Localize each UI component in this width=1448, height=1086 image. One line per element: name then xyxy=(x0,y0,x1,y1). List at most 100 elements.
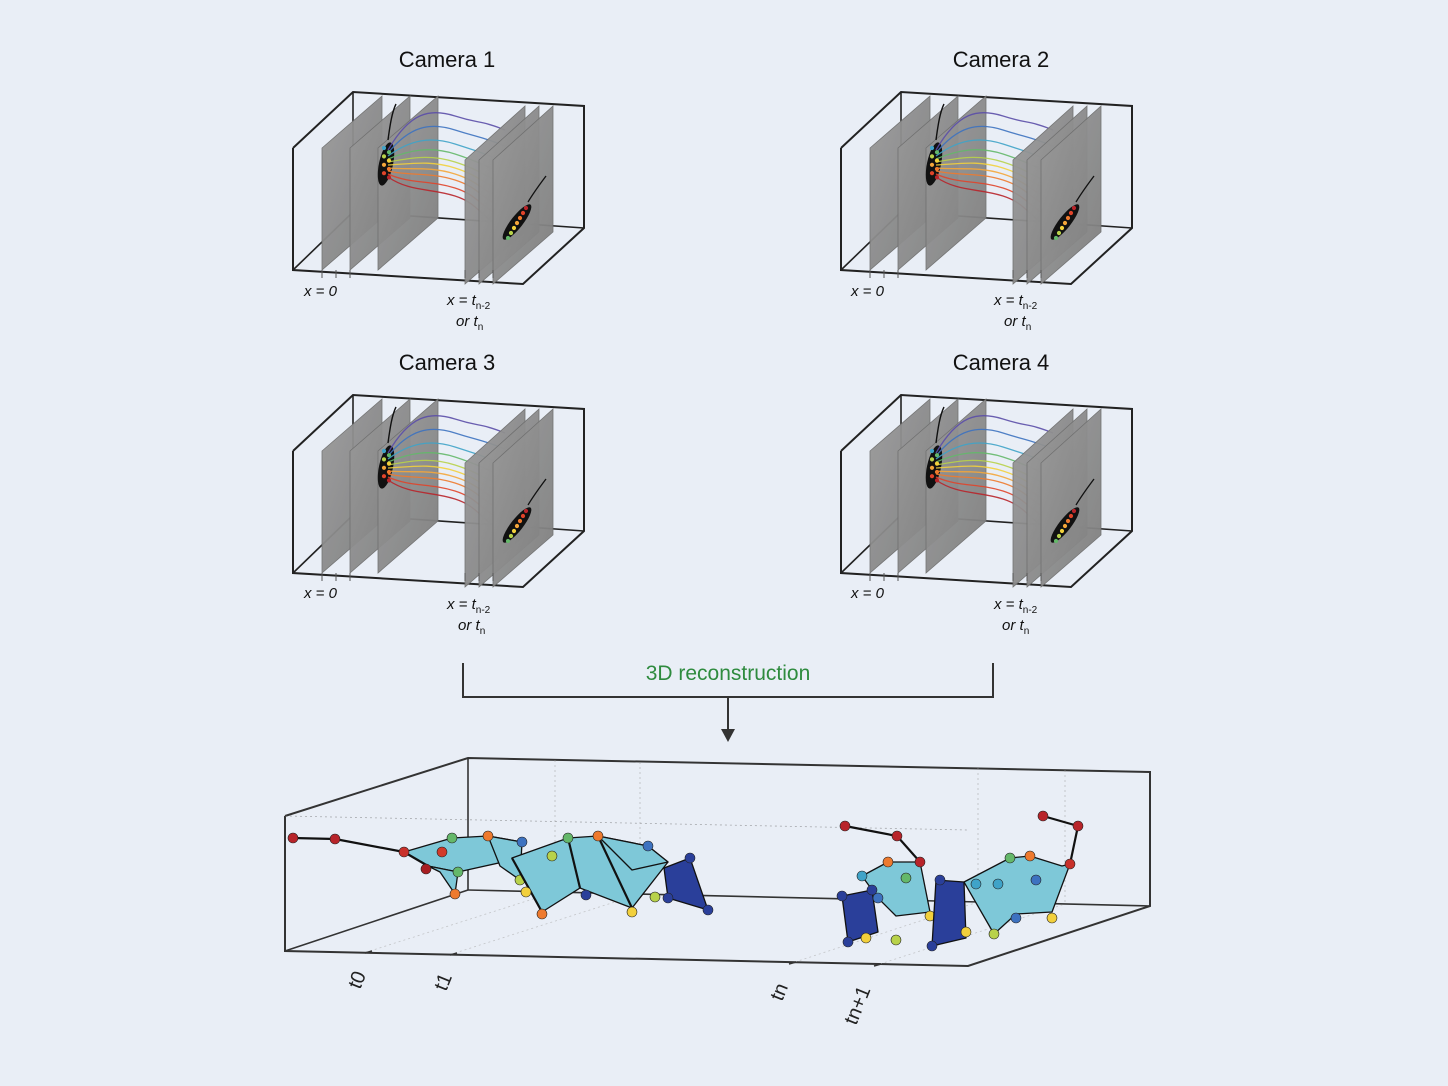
camera-labels-2: x = 0 x = tn-2 or tn xyxy=(850,283,1038,333)
joint-marker xyxy=(482,830,494,842)
joint-marker xyxy=(891,830,903,842)
keypoint-dot xyxy=(929,474,935,479)
keypoint-dot xyxy=(1056,230,1062,236)
joint-marker xyxy=(649,891,661,903)
keypoint-dot xyxy=(929,171,935,176)
joint-marker xyxy=(934,874,946,886)
camera-title-2: Camera 2 xyxy=(953,47,1050,72)
joint-marker xyxy=(436,846,448,858)
joint-marker xyxy=(960,926,972,938)
joint-marker xyxy=(516,836,528,848)
joint-marker xyxy=(1037,810,1049,822)
keypoint-dot xyxy=(381,145,387,151)
keypoint-dot xyxy=(517,518,523,524)
x0-label: x = 0 xyxy=(850,283,885,300)
reconstruction-label: 3D reconstruction xyxy=(646,662,811,685)
or-t-label: or tn xyxy=(458,617,485,637)
x0-label: x = 0 xyxy=(850,585,885,602)
skeleton-edge xyxy=(292,836,336,841)
keypoint-dot xyxy=(514,220,520,226)
frame-stack-start xyxy=(321,95,439,271)
keypoint-dot xyxy=(511,528,517,534)
keypoint-dot xyxy=(934,150,940,155)
keypoint-dot xyxy=(381,465,387,470)
mouse-tail xyxy=(935,103,945,141)
x0-label: x = 0 xyxy=(303,283,338,300)
keypoint-dot xyxy=(517,215,523,221)
skeleton-edge xyxy=(597,835,633,909)
skeleton-edge xyxy=(334,837,405,854)
x0-label: x = 0 xyxy=(303,585,338,602)
joint-marker xyxy=(536,908,548,920)
joint-marker xyxy=(702,904,714,916)
video-frame xyxy=(925,95,987,271)
joint-marker xyxy=(872,892,884,904)
keypoint-dot xyxy=(381,474,387,479)
keypoint-dot xyxy=(505,538,511,544)
joint-marker xyxy=(592,830,604,842)
keypoint-dot xyxy=(929,154,935,159)
frame-stack-start xyxy=(869,95,987,271)
keypoint-dot xyxy=(1065,518,1071,524)
keypoint-dot xyxy=(386,158,392,163)
keypoint-dot xyxy=(1068,210,1074,216)
joint-marker xyxy=(882,856,894,868)
camera-labels-4: x = 0 x = tn-2 or tn xyxy=(850,585,1038,637)
head-mesh xyxy=(931,879,967,947)
camera-panel-2 xyxy=(840,90,1133,286)
keypoint-dot xyxy=(929,162,935,167)
keypoint-dot xyxy=(934,469,940,475)
camera-title-3: Camera 3 xyxy=(399,350,496,375)
tick-label-tn-plus-1: tn+1 xyxy=(840,983,875,1028)
keypoint-dot xyxy=(929,448,935,454)
or-t-label: or tn xyxy=(456,313,483,333)
camera-panel-3 xyxy=(292,393,585,589)
frame-stack-end xyxy=(1012,105,1102,285)
joint-marker xyxy=(1024,850,1036,862)
joint-marker xyxy=(839,820,851,832)
keypoint-dot xyxy=(508,230,514,236)
joint-marker xyxy=(992,878,1004,890)
tick-label-t0: t0 xyxy=(344,968,371,992)
frame-stack-end xyxy=(1012,408,1102,588)
joint-marker xyxy=(926,940,938,952)
or-t-label: or tn xyxy=(1004,313,1031,333)
xt-label: x = tn-2 xyxy=(446,596,491,616)
frame-ticks xyxy=(869,270,1042,278)
keypoint-dot xyxy=(934,461,940,466)
keypoint-dot xyxy=(381,162,387,167)
keypoint-dot xyxy=(386,478,392,483)
keypoint-dot xyxy=(1065,215,1071,221)
video-frame xyxy=(377,398,439,574)
keypoint-dot xyxy=(511,225,517,231)
joint-marker xyxy=(420,863,432,875)
trajectory-line xyxy=(387,125,506,154)
trajectory-line xyxy=(387,111,506,151)
keypoint-dot xyxy=(1071,205,1077,211)
frame-ticks xyxy=(321,573,494,581)
keypoint-dot xyxy=(929,457,935,462)
xt-label: x = tn-2 xyxy=(993,596,1038,616)
or-t-label: or tn xyxy=(1002,617,1029,637)
joint-marker xyxy=(836,890,848,902)
keypoint-dot xyxy=(508,533,514,539)
keypoint-dot xyxy=(505,235,511,241)
keypoint-dot xyxy=(1062,523,1068,529)
joint-marker xyxy=(520,886,532,898)
keypoint-dot xyxy=(386,175,392,180)
mouse-tail xyxy=(387,406,397,444)
tick-label-t1: t1 xyxy=(430,970,457,994)
frame-ticks xyxy=(869,573,1042,581)
joint-marker xyxy=(1072,820,1084,832)
mouse-tail xyxy=(935,406,945,444)
video-frame xyxy=(377,95,439,271)
tick-label-tn: tn xyxy=(766,980,793,1004)
keypoint-dot xyxy=(386,469,392,475)
keypoint-dot xyxy=(523,205,529,211)
mouse-tail xyxy=(1075,478,1095,506)
keypoint-dot xyxy=(381,448,387,454)
trajectory-line xyxy=(387,428,506,457)
keypoint-dot xyxy=(386,453,392,458)
trajectory-line xyxy=(387,414,506,454)
joint-marker xyxy=(1064,858,1076,870)
